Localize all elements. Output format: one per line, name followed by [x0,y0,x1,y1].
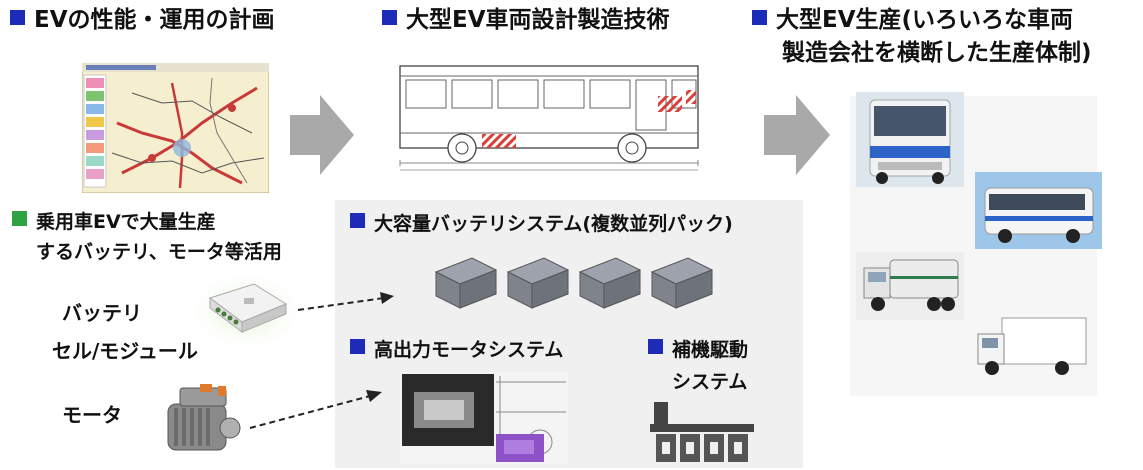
aux-system-diagram [646,398,756,466]
motor-system-photo [400,372,568,464]
battery-pack-array [432,250,722,316]
heading-marker [382,10,397,25]
dashed-arrow-battery [296,290,400,320]
large-bus-photo [856,92,964,187]
bus-design-drawing [382,48,717,175]
passenger-ev-line2: するバッテリ、モータ等活用 [36,241,282,263]
battery-pack [650,257,714,309]
motor-photo [160,378,246,460]
flow-arrow-1 [290,95,354,179]
motor-label: モータ [62,403,122,427]
aux-system-line2: システム [672,371,748,393]
motor-system-label: 高出力モータシステム [350,338,563,363]
heading-marker [12,211,27,226]
heading-marker [10,10,25,25]
passenger-ev-line1: 乗用車EVで大量生産 [36,211,216,233]
heading-design: 大型EV車両設計製造技術 [382,5,670,35]
heading-marker [350,339,365,354]
battery-pack [578,257,642,309]
heading-production-line2: 製造会社を横断した生産体制) [782,40,1092,66]
heading-design-text: 大型EV車両設計製造技術 [406,7,670,33]
heading-production: 大型EV生産(いろいろな車両 [752,5,1073,35]
heading-marker [752,10,767,25]
aux-system-label: 補機駆動 [648,338,748,363]
passenger-ev-label: 乗用車EVで大量生産 [12,210,216,235]
heading-plan: EVの性能・運用の計画 [10,5,275,35]
aux-system-line1: 補機駆動 [672,339,749,361]
garbage-truck-photo [856,252,964,320]
flow-arrow-2 [764,95,830,179]
battery-pack [434,257,498,309]
heading-marker [350,213,365,228]
route-map-image [81,62,270,194]
microbus-photo [975,172,1102,249]
box-truck-photo [972,308,1092,386]
motor-system-text: 高出力モータシステム [374,339,564,361]
battery-system-label: 大容量バッテリシステム(複数並列パック) [350,212,733,237]
battery-module-photo [196,276,296,346]
heading-marker [648,339,663,354]
battery-label-line2: セル/モジュール [52,339,198,363]
heading-production-line1: 大型EV生産(いろいろな車両 [776,7,1074,33]
dashed-arrow-motor [248,388,388,438]
battery-label-line1: バッテリ [62,301,142,325]
heading-plan-text: EVの性能・運用の計画 [34,7,275,33]
battery-pack [506,257,570,309]
battery-system-text: 大容量バッテリシステム(複数並列パック) [374,213,733,235]
